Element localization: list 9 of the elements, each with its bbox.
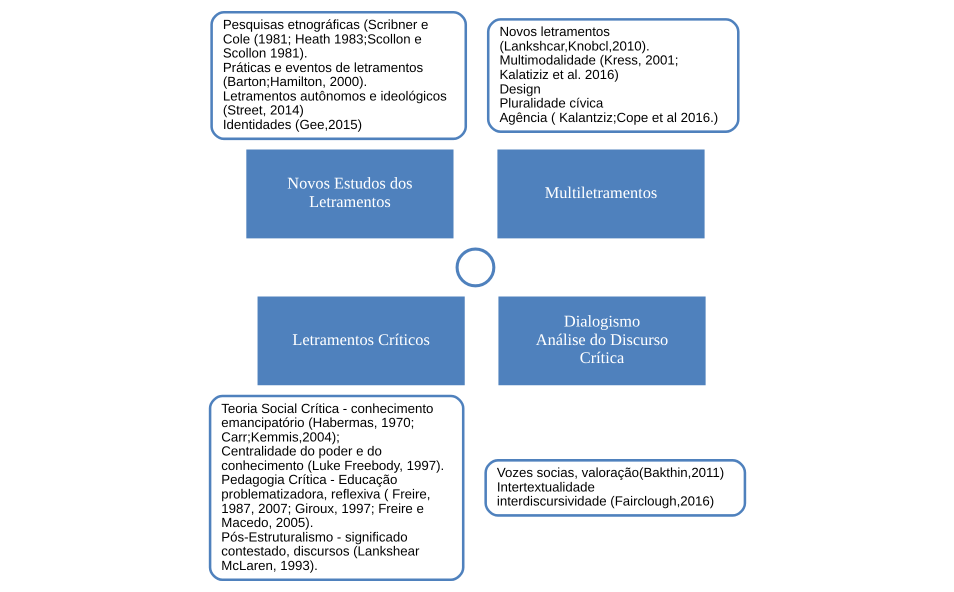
node-box: Vozes socias, valoração(Bakthin,2011) Intertextualidade interdiscursividade (Fairclough,2016) (484, 459, 746, 517)
node-box: Teoria Social Crítica - conhecimento emancipatório (Habermas, 1970; Carr;Kemmis,2004); Centralidade do poder e do conhecimento (Luke Freebody, 1997). Pedagogia Crítica - Educação problematizadora, reflexiva ( Freire, 1987, 2007; Giroux, 1997; Freire e Macedo, 2005). Pós-Estruturalismo - significado contestado, discursos (Lankshear McLaren, 1993). (208, 394, 464, 582)
node-box: Multiletramentos (496, 150, 704, 238)
node-box: Novos letramentos (Lankshcar,Knobcl,2010). Multimodalidade (Kress, 2001; Kalatiziz et al. 2016) Design Pluralidade cívica Agência ( Kalantziz;Cope et al 2016.) (486, 18, 740, 133)
node-box: Pesquisas etnográficas (Scribner e Cole (1981; Heath 1983;Scollon e Scollon 1981). Práticas e eventos de letramentos (Barton;Hamilton, 2000). Letramentos autônomos e ideológicos (Street, 2014) Identidades (Gee,2015) (210, 10, 467, 140)
node-box: Novos Estudos dos Letramentos (246, 150, 454, 238)
node-circle (455, 248, 495, 288)
node-box: Dialogismo Análise do Discurso Crítica (498, 296, 706, 386)
node-box: Letramentos Críticos (257, 296, 464, 386)
